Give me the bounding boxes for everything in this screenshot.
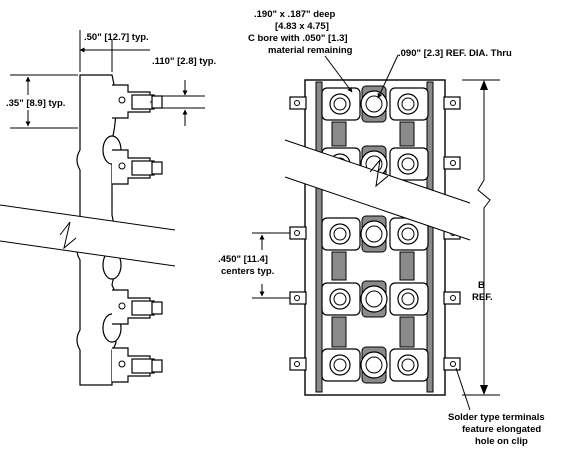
cbore-label: .190" x .187" deep	[254, 9, 336, 20]
top-break-band	[285, 140, 470, 240]
pitch-width-label: .50" [12.7] typ.	[84, 32, 149, 43]
terminal-row	[289, 346, 461, 384]
b-ref-dimension	[477, 82, 491, 393]
top-view: B REF. .450" [11.4] centers typ. .190" x…	[218, 9, 545, 447]
connector	[399, 316, 415, 348]
centers-label: .450" [11.4]	[218, 254, 268, 265]
break-line	[0, 240, 176, 267]
terminal-row	[289, 215, 461, 253]
side-break-band	[0, 205, 175, 266]
connector	[331, 121, 347, 147]
solder-label-3: hole on clip	[475, 436, 528, 447]
cbore-leader	[324, 55, 353, 93]
break-line	[284, 139, 471, 204]
rail	[315, 81, 323, 393]
side-pitch-label: .35" [8.9] typ.	[6, 98, 65, 109]
break-line	[284, 176, 471, 241]
break-line	[0, 204, 176, 231]
centers-label-2: centers typ.	[221, 266, 274, 277]
hole-dia-label: .090" [2.3] REF. DIA. Thru	[398, 48, 512, 59]
solder-label-2: feature elongated	[462, 424, 541, 435]
clip-height-label: .110" [2.8] typ.	[152, 56, 216, 67]
side-clip	[112, 347, 163, 383]
connector	[331, 316, 347, 348]
connector	[399, 121, 415, 147]
connector	[331, 251, 347, 281]
b-ref-label-2: REF.	[472, 292, 493, 303]
cbore-label-3: C bore with .050" [1.3]	[248, 33, 348, 44]
hole-dia-leader	[377, 54, 399, 99]
side-view: .50" [12.7] typ. .110" [2.8] typ. .35" […	[0, 30, 216, 386]
connector	[399, 251, 415, 281]
terminal-row	[289, 280, 461, 318]
side-clip	[112, 289, 163, 325]
side-clip	[112, 149, 163, 185]
cbore-label-2: [4.83 x 4.75]	[275, 21, 329, 32]
solder-label: Solder type terminals	[448, 412, 545, 423]
side-clip	[112, 84, 163, 119]
cbore-label-4: material remaining	[268, 45, 353, 56]
b-ref-label: B	[478, 280, 485, 291]
solder-leader	[455, 367, 471, 411]
terminal-row	[289, 85, 461, 123]
break-zigzag	[59, 221, 77, 250]
break-zigzag	[369, 158, 389, 188]
